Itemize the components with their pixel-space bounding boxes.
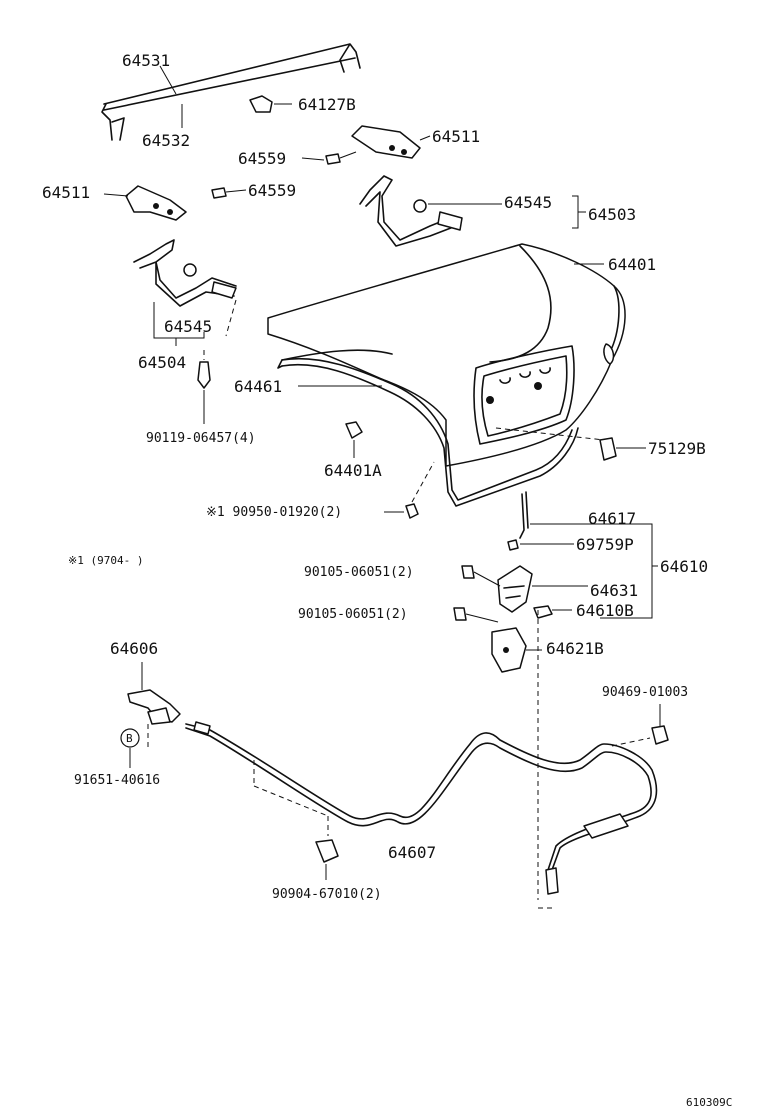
label-69759p: 69759P [576, 535, 634, 554]
label-64617: 64617 [588, 509, 636, 528]
label-90469: 90469-01003 [602, 685, 688, 700]
label-90105-lower: 90105-06051(2) [298, 607, 408, 622]
note-year-range: ※1 (9704- ) [68, 554, 143, 567]
weatherstrip-64461 [277, 349, 579, 507]
label-64511-left: 64511 [42, 183, 90, 202]
plug-64401a [345, 421, 363, 458]
hinge-left-64511 [103, 185, 247, 221]
clip-90950 [384, 461, 435, 519]
label-64559-left: 64559 [248, 181, 296, 200]
label-75129b: 75129B [648, 439, 706, 458]
release-cable-64607 [185, 721, 658, 909]
release-lever-64606 [127, 662, 181, 748]
label-64545-left: 64545 [164, 317, 212, 336]
label-90950: ※1 90950-01920(2) [206, 505, 342, 520]
label-64610: 64610 [660, 557, 708, 576]
label-64532: 64532 [142, 131, 190, 150]
label-64127b: 64127B [298, 95, 356, 114]
stud-bolt-90119 [197, 350, 211, 424]
label-90904: 90904-67010(2) [272, 887, 382, 902]
lock-assembly-64610 [453, 491, 658, 900]
badge-b [120, 728, 140, 768]
label-64607: 64607 [388, 843, 436, 862]
badge-b-letter: B [126, 732, 133, 745]
label-64504: 64504 [138, 353, 186, 372]
torsion-bar-parts [101, 43, 361, 141]
label-90105-upper: 90105-06051(2) [304, 565, 414, 580]
clip-90469 [651, 704, 669, 745]
clip-64127b [249, 95, 292, 113]
label-90119: 90119-06457(4) [146, 431, 256, 446]
figure-code: 610309C [686, 1096, 732, 1109]
label-64631: 64631 [590, 581, 638, 600]
label-64559-right: 64559 [238, 149, 286, 168]
label-64621b: 64621B [546, 639, 604, 658]
label-64511-right: 64511 [432, 127, 480, 146]
hinge-arm-right [359, 175, 586, 247]
label-91651: 91651-40616 [74, 773, 160, 788]
label-64401: 64401 [608, 255, 656, 274]
hinge-arm-left [133, 239, 237, 346]
hinge-right-64511 [301, 125, 431, 165]
label-64503: 64503 [588, 205, 636, 224]
clip-75129b [599, 437, 646, 461]
label-64545-right: 64545 [504, 193, 552, 212]
label-64461: 64461 [234, 377, 282, 396]
label-64401a: 64401A [324, 461, 382, 480]
label-64531: 64531 [122, 51, 170, 70]
label-64606: 64606 [110, 639, 158, 658]
label-64610b: 64610B [576, 601, 634, 620]
clamp-90904 [315, 839, 339, 880]
